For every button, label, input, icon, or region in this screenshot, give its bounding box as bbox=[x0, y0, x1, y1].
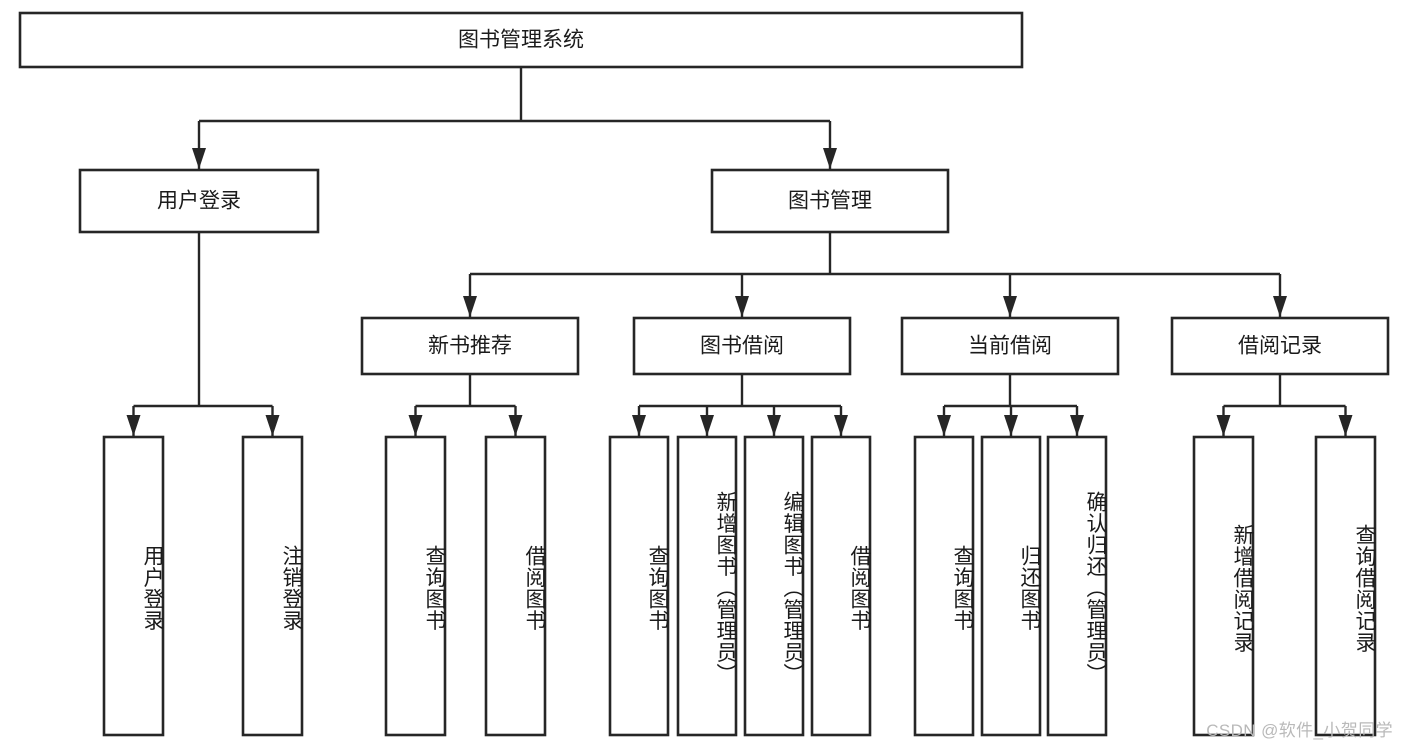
node-root-system-label: 图书管理系统 bbox=[458, 29, 584, 52]
node-current-borrow-label: 当前借阅 bbox=[968, 335, 1052, 358]
node-leaf-3[interactable] bbox=[484, 435, 547, 737]
node-book-borrow[interactable] bbox=[632, 316, 852, 376]
records-to-leaves-arrow-1 bbox=[1338, 415, 1353, 436]
book-mgmt-to-level3-arrow-1 bbox=[735, 296, 749, 317]
root-to-level2-arrow-0 bbox=[192, 148, 206, 169]
borrow-to-leaves-arrow-3 bbox=[834, 415, 848, 436]
current-borrow-to-leaves-arrow-0 bbox=[937, 415, 951, 436]
node-user-login-label: 用户登录 bbox=[157, 190, 241, 213]
node-new-book-recommend[interactable] bbox=[360, 316, 580, 376]
node-leaf-10[interactable] bbox=[1046, 435, 1108, 737]
node-new-book-recommend-label: 新书推荐 bbox=[428, 335, 512, 358]
borrow-to-leaves-arrow-2 bbox=[767, 415, 781, 436]
records-to-leaves-arrow-0 bbox=[1216, 415, 1231, 436]
book-mgmt-to-level3-arrow-2 bbox=[1003, 296, 1017, 317]
node-leaf-11[interactable] bbox=[1192, 435, 1255, 737]
node-book-management-label: 图书管理 bbox=[788, 190, 872, 213]
node-leaf-5[interactable] bbox=[676, 435, 738, 737]
node-book-borrow-label: 图书借阅 bbox=[700, 335, 784, 358]
node-leaf-8[interactable] bbox=[913, 435, 975, 737]
connector-layer bbox=[126, 67, 1353, 436]
watermark-text: CSDN @软件_小贺同学 bbox=[1206, 721, 1393, 740]
new-book-to-leaves-arrow-1 bbox=[508, 415, 523, 436]
node-borrow-records-label: 借阅记录 bbox=[1238, 335, 1322, 358]
user-login-to-leaves-arrow-1 bbox=[265, 415, 280, 436]
node-leaf-2[interactable] bbox=[384, 435, 447, 737]
node-borrow-records[interactable] bbox=[1170, 316, 1390, 376]
node-book-management[interactable] bbox=[710, 168, 950, 234]
node-root-system[interactable] bbox=[18, 11, 1024, 69]
node-leaf-9[interactable] bbox=[980, 435, 1042, 737]
node-current-borrow[interactable] bbox=[900, 316, 1120, 376]
node-box-layer bbox=[18, 11, 1390, 737]
root-to-level2-arrow-1 bbox=[823, 148, 837, 169]
borrow-to-leaves-arrow-0 bbox=[632, 415, 646, 436]
current-borrow-to-leaves-arrow-1 bbox=[1004, 415, 1018, 436]
borrow-to-leaves-arrow-1 bbox=[700, 415, 714, 436]
user-login-to-leaves-arrow-0 bbox=[126, 415, 141, 436]
node-leaf-6[interactable] bbox=[743, 435, 805, 737]
node-leaf-0[interactable] bbox=[102, 435, 165, 737]
book-mgmt-to-level3-arrow-0 bbox=[463, 296, 477, 317]
node-user-login[interactable] bbox=[78, 168, 320, 234]
book-mgmt-to-level3-arrow-3 bbox=[1273, 296, 1287, 317]
current-borrow-to-leaves-arrow-2 bbox=[1070, 415, 1084, 436]
node-leaf-1[interactable] bbox=[241, 435, 304, 737]
node-leaf-4[interactable] bbox=[608, 435, 670, 737]
node-leaf-7[interactable] bbox=[810, 435, 872, 737]
node-leaf-12[interactable] bbox=[1314, 435, 1377, 737]
new-book-to-leaves-arrow-0 bbox=[408, 415, 423, 436]
